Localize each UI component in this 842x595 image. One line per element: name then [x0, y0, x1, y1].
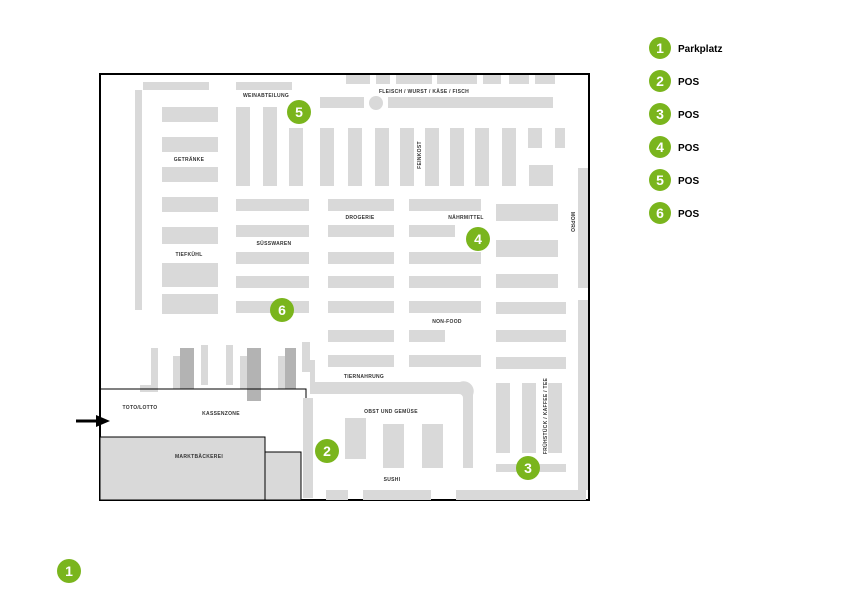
left-shelves	[135, 90, 218, 314]
legend-label: POS	[678, 209, 699, 220]
mopro-wall-shelf	[578, 168, 588, 288]
wine-shelves	[236, 107, 277, 186]
legend-item: 4 POS	[649, 136, 699, 158]
walkway-path	[310, 360, 474, 468]
zone-label-tiefkuehl: TIEFKÜHL	[175, 251, 202, 258]
zone-label-tiernahrung: TIERNAHRUNG	[344, 374, 384, 380]
marker-number: 3	[524, 460, 532, 476]
zone-label-obst: OBST UND GEMÜSE	[364, 408, 418, 415]
produce-shelves	[303, 398, 586, 500]
legend-item: 6 POS	[649, 202, 699, 224]
legend-label: POS	[678, 77, 699, 88]
legend: 1 Parkplatz 2 POS 3 POS 4 POS 5 POS 6 PO…	[649, 37, 722, 224]
top-wall-shelves	[143, 75, 555, 110]
svg-text:2: 2	[656, 73, 664, 89]
zone-label-suesswaren: SÜSSWAREN	[257, 240, 292, 247]
right-wall-shelf	[578, 300, 588, 490]
middle-vertical-shelves	[289, 128, 565, 186]
zone-label-kassenzone: KASSENZONE	[202, 411, 240, 417]
svg-text:5: 5	[656, 172, 664, 188]
central-horizontal-shelves	[236, 199, 566, 369]
marker-pos-3[interactable]: 3	[516, 456, 540, 480]
legend-label: Parkplatz	[678, 44, 722, 55]
zone-label-fleisch: FLEISCH / WURST / KÄSE / FISCH	[379, 88, 469, 95]
marker-pos-4[interactable]: 4	[466, 227, 490, 251]
marker-number: 4	[474, 231, 482, 247]
svg-text:4: 4	[656, 139, 664, 155]
legend-item: 2 POS	[649, 70, 699, 92]
zone-label-feinkost: FEINKOST	[417, 141, 423, 169]
checkout-lanes	[140, 342, 310, 401]
legend-label: POS	[678, 143, 699, 154]
zone-label-fruehstueck: FRÜHSTÜCK / KAFFEE / TEE	[542, 377, 549, 454]
zone-label-toto: TOTO/LOTTO	[123, 405, 158, 411]
zone-label-drogerie: DROGERIE	[345, 215, 374, 221]
marker-number: 2	[323, 443, 331, 459]
entrance-arrow-icon	[76, 415, 110, 427]
zone-label-getraenke: GETRÄNKE	[174, 156, 205, 163]
marker-number: 1	[65, 563, 73, 579]
legend-item: 5 POS	[649, 169, 699, 191]
svg-text:3: 3	[656, 106, 664, 122]
marker-number: 5	[295, 104, 303, 120]
zone-label-non-food: NON-FOOD	[432, 319, 462, 325]
marker-number: 6	[278, 302, 286, 318]
bakery-annex	[264, 451, 302, 501]
svg-text:1: 1	[656, 40, 664, 56]
legend-item: 3 POS	[649, 103, 699, 125]
zone-label-mopro: MOPRO	[569, 212, 575, 232]
marker-pos-5[interactable]: 5	[287, 100, 311, 124]
zone-label-weinabteilung: WEINABTEILUNG	[243, 93, 289, 99]
bakery-block	[99, 436, 266, 501]
legend-label: POS	[678, 110, 699, 121]
zone-label-sushi: SUSHI	[384, 477, 401, 483]
legend-label: POS	[678, 176, 699, 187]
marker-pos-2[interactable]: 2	[315, 439, 339, 463]
svg-text:6: 6	[656, 205, 664, 221]
marker-pos-6[interactable]: 6	[270, 298, 294, 322]
legend-item: 1 Parkplatz	[649, 37, 722, 59]
marker-parking[interactable]: 1	[57, 559, 81, 583]
zone-label-marktbaeckerei: MARKTBÄCKEREI	[175, 453, 223, 460]
zone-label-naehrmittel: NÄHRMITTEL	[448, 214, 484, 221]
